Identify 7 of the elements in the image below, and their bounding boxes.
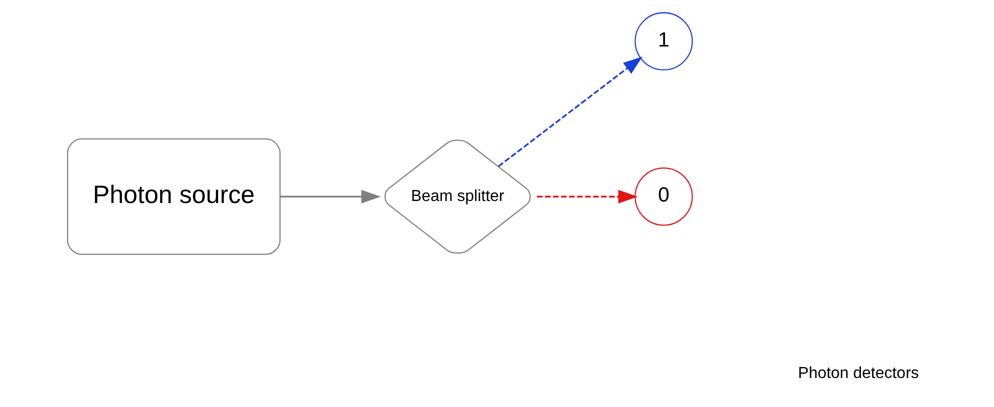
- node-circle: 1: [634, 12, 693, 70]
- node-circle: 0: [634, 168, 693, 226]
- node-box: Photon source: [67, 138, 281, 255]
- arrow: [498, 56, 643, 167]
- arrow: [280, 190, 381, 204]
- arrow: [536, 190, 638, 204]
- label: Photon detectors: [798, 364, 919, 382]
